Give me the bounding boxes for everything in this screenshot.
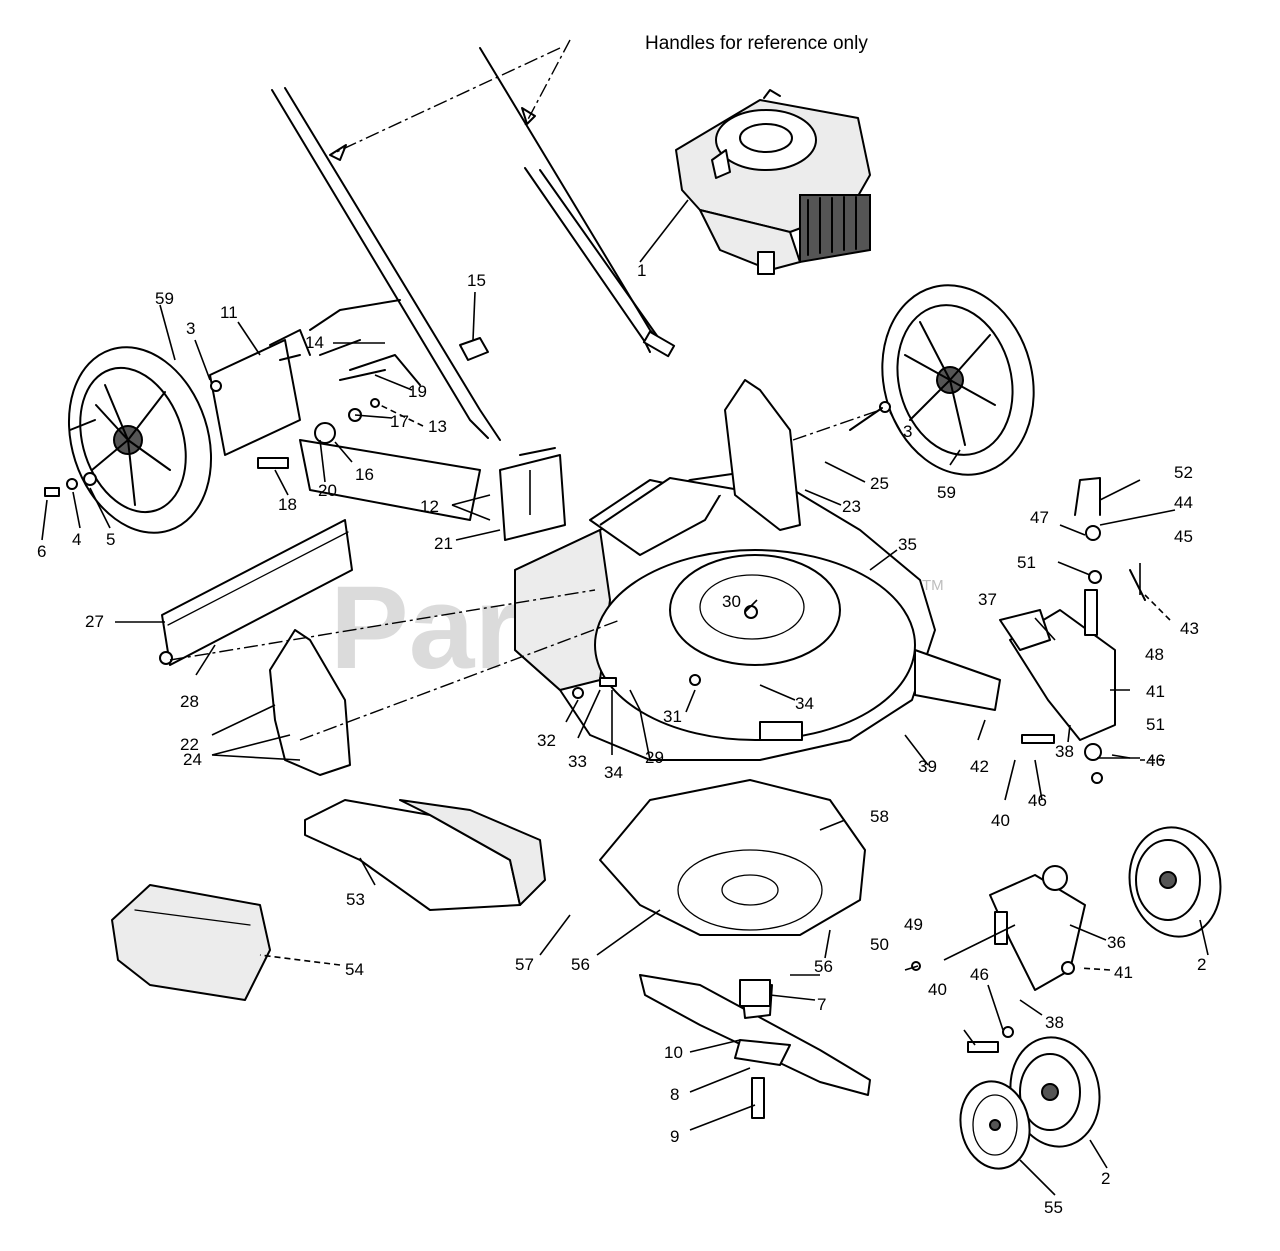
callout-labels: 1 2 2 3 3 4 5 6 7 8 9 10 11 12 13 14 15 … bbox=[37, 261, 1206, 1217]
callout-52: 52 bbox=[1174, 463, 1193, 482]
callout-50: 50 bbox=[870, 935, 889, 954]
callout-32: 32 bbox=[537, 731, 556, 750]
callout-25: 25 bbox=[870, 474, 889, 493]
callout-27: 27 bbox=[85, 612, 104, 631]
callout-51: 51 bbox=[1146, 715, 1165, 734]
callout-40: 40 bbox=[928, 980, 947, 999]
callout-54: 54 bbox=[345, 960, 364, 979]
callout-16: 16 bbox=[355, 465, 374, 484]
height-adjuster bbox=[209, 299, 489, 469]
callout-39: 39 bbox=[918, 757, 937, 776]
callout-35: 35 bbox=[898, 535, 917, 554]
callout-46: 46 bbox=[1028, 791, 1047, 810]
callout-24: 24 bbox=[183, 750, 202, 769]
callout-46: 46 bbox=[1146, 751, 1165, 770]
callout-6: 6 bbox=[37, 542, 46, 561]
mulch-plug bbox=[111, 884, 271, 1001]
callout-53: 53 bbox=[346, 890, 365, 909]
callout-22: 22 bbox=[180, 735, 199, 754]
callout-13: 13 bbox=[428, 417, 447, 436]
callout-8: 8 bbox=[670, 1085, 679, 1104]
callout-29: 29 bbox=[645, 748, 664, 767]
callout-42: 42 bbox=[970, 757, 989, 776]
callout-10: 10 bbox=[664, 1043, 683, 1062]
front-wheel-upper bbox=[1128, 826, 1222, 938]
callout-3: 3 bbox=[186, 319, 195, 338]
hardware bbox=[44, 380, 1146, 1053]
callout-58: 58 bbox=[870, 807, 889, 826]
rear-flap bbox=[299, 439, 481, 521]
callout-14: 14 bbox=[305, 333, 324, 352]
callout-4: 4 bbox=[72, 530, 81, 549]
callout-43: 43 bbox=[1180, 619, 1199, 638]
callout-31: 31 bbox=[663, 707, 682, 726]
callout-2: 2 bbox=[1101, 1169, 1110, 1188]
callout-55: 55 bbox=[1044, 1198, 1063, 1217]
handle-assembly bbox=[271, 39, 676, 441]
right-side-plate bbox=[724, 379, 801, 531]
axle-bar bbox=[159, 519, 353, 666]
callout-1: 1 bbox=[637, 261, 646, 280]
callout-30: 30 bbox=[722, 592, 741, 611]
callout-20: 20 bbox=[318, 481, 337, 500]
callout-45: 45 bbox=[1174, 527, 1193, 546]
reference-note: Handles for reference only bbox=[645, 33, 868, 54]
callout-40: 40 bbox=[991, 811, 1010, 830]
callout-48: 48 bbox=[1145, 645, 1164, 664]
callout-5: 5 bbox=[106, 530, 115, 549]
callout-17: 17 bbox=[390, 412, 409, 431]
callout-59: 59 bbox=[937, 483, 956, 502]
front-axle-lower bbox=[989, 865, 1086, 991]
callout-36: 36 bbox=[1107, 933, 1126, 952]
callout-56: 56 bbox=[571, 955, 590, 974]
front-wheel-lower bbox=[1009, 1036, 1101, 1148]
callout-7: 7 bbox=[817, 995, 826, 1014]
callout-11: 11 bbox=[220, 303, 238, 322]
front-axle-upper bbox=[999, 589, 1116, 741]
left-wheel bbox=[67, 346, 213, 534]
callout-57: 57 bbox=[515, 955, 534, 974]
watermark-trademark: TM bbox=[922, 577, 944, 594]
callout-44: 44 bbox=[1174, 493, 1193, 512]
right-wheel bbox=[881, 284, 1035, 476]
callout-51: 51 bbox=[1017, 553, 1036, 572]
callout-18: 18 bbox=[278, 495, 297, 514]
callout-56: 56 bbox=[814, 957, 833, 976]
callout-19: 19 bbox=[408, 382, 427, 401]
callout-49: 49 bbox=[904, 915, 923, 934]
callout-59: 59 bbox=[155, 289, 174, 308]
callout-23: 23 bbox=[842, 497, 861, 516]
callout-12: 12 bbox=[420, 497, 439, 516]
left-side-plate bbox=[269, 629, 351, 776]
hubcap bbox=[959, 1080, 1031, 1170]
discharge-chute bbox=[304, 799, 546, 911]
callout-38: 38 bbox=[1045, 1013, 1064, 1032]
callout-46: 46 bbox=[970, 965, 989, 984]
callout-2: 2 bbox=[1197, 955, 1206, 974]
deck-baffle bbox=[599, 779, 866, 936]
mower-deck bbox=[514, 469, 1001, 761]
callout-34: 34 bbox=[795, 694, 814, 713]
callout-3: 3 bbox=[903, 422, 912, 441]
callout-9: 9 bbox=[670, 1127, 679, 1146]
callout-15: 15 bbox=[467, 271, 486, 290]
callout-41: 41 bbox=[1114, 963, 1133, 982]
callout-41: 41 bbox=[1146, 682, 1165, 701]
callout-37: 37 bbox=[978, 590, 997, 609]
callout-38: 38 bbox=[1055, 742, 1074, 761]
leader-lines bbox=[41, 199, 1209, 1196]
rear-bracket bbox=[499, 447, 566, 541]
callout-28: 28 bbox=[180, 692, 199, 711]
callout-33: 33 bbox=[568, 752, 587, 771]
callout-47: 47 bbox=[1030, 508, 1049, 527]
callout-34: 34 bbox=[604, 763, 623, 782]
callout-21: 21 bbox=[434, 534, 453, 553]
engine bbox=[675, 89, 871, 275]
